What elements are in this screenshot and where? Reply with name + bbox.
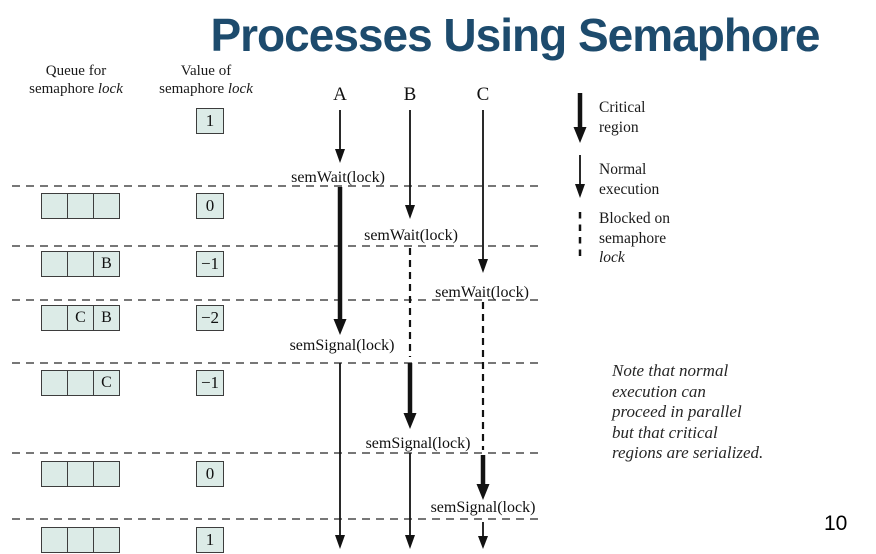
queue-cell — [93, 528, 119, 552]
legend-line: region — [599, 118, 639, 136]
time-divider-lines — [12, 185, 538, 520]
note-line: regions are serialized. — [612, 443, 764, 462]
queue-header-line2: semaphore — [29, 81, 98, 97]
queue-cell — [42, 194, 67, 218]
queue-header-line1: Queue for — [45, 63, 107, 79]
timeline-process-b — [403, 110, 417, 549]
c-arrowhead-1 — [478, 259, 488, 273]
note-line: execution can — [612, 381, 706, 401]
normal-execution-arrowhead-icon — [575, 184, 585, 198]
note-line: but that critical — [612, 422, 718, 442]
queue-cell — [67, 252, 93, 276]
timeline-process-a — [333, 110, 347, 549]
legend-line: Blocked on — [599, 210, 671, 227]
event-semwait-a: semWait(lock) — [291, 169, 385, 186]
b-arrowhead-1 — [405, 205, 415, 219]
process-c-label: C — [476, 84, 490, 105]
queue-cell: B — [93, 306, 119, 330]
queue-cell: C — [93, 371, 119, 395]
legend-lock-word: lock — [599, 249, 625, 266]
queue-row-1 — [41, 193, 120, 219]
event-semwait-b: semWait(lock) — [364, 227, 458, 244]
page-number: 10 — [824, 512, 848, 535]
queue-cell: B — [93, 252, 119, 276]
queue-cell — [67, 371, 93, 395]
queue-row-2: B — [41, 251, 120, 277]
queue-row-3: C B — [41, 305, 120, 331]
b-critical-arrowhead — [403, 413, 417, 429]
queue-column-header: Queue for semaphore lock — [10, 62, 142, 98]
serialization-note: Note that normal execution can proceed i… — [612, 361, 822, 464]
legend-line: semaphore — [599, 229, 667, 247]
semaphore-value-6: 1 — [196, 527, 224, 553]
semaphore-value-5: 0 — [196, 461, 224, 487]
queue-cell — [42, 528, 67, 552]
timeline-process-c — [476, 110, 490, 549]
semaphore-value-3: −2 — [196, 305, 224, 331]
event-semsignal-b: semSignal(lock) — [365, 435, 471, 452]
semaphore-value-1: 0 — [196, 193, 224, 219]
legend-glyphs — [573, 93, 587, 260]
legend-line: execution — [599, 180, 660, 198]
queue-cell — [42, 462, 67, 486]
queue-cell — [93, 462, 119, 486]
c-critical-arrowhead — [476, 484, 490, 500]
queue-cell — [42, 371, 67, 395]
semaphore-value-initial: 1 — [196, 108, 224, 134]
process-b-label: B — [403, 84, 417, 105]
slide-title: Processes Using Semaphore — [210, 9, 820, 61]
queue-cell — [67, 462, 93, 486]
legend-normal-execution: Normal execution — [599, 160, 659, 199]
note-line: Note that normal — [612, 361, 729, 380]
process-a-label: A — [333, 84, 347, 105]
queue-cell — [42, 252, 67, 276]
queue-row-6 — [41, 527, 120, 553]
queue-row-4: C — [41, 370, 120, 396]
legend-line: Critical — [599, 99, 646, 116]
queue-cell — [67, 528, 93, 552]
legend-critical-region: Critical region — [599, 98, 646, 137]
c-arrowhead-2 — [478, 536, 488, 549]
b-arrowhead-2 — [405, 535, 415, 549]
queue-cell — [67, 194, 93, 218]
queue-row-5 — [41, 461, 120, 487]
event-semwait-c: semWait(lock) — [435, 284, 529, 301]
legend-line: Normal — [599, 161, 647, 178]
queue-cell: C — [67, 306, 93, 330]
a-arrowhead-1 — [335, 149, 345, 163]
event-semsignal-a: semSignal(lock) — [289, 337, 395, 354]
value-header-lock-word: lock — [227, 81, 253, 97]
note-line: proceed in parallel — [612, 402, 742, 421]
queue-cell — [42, 306, 67, 330]
queue-header-lock-word: lock — [97, 81, 123, 97]
value-header-line2: semaphore — [159, 81, 228, 97]
value-column-header: Value of semaphore lock — [146, 62, 266, 98]
legend-blocked-on-semaphore: Blocked on semaphore lock — [599, 209, 670, 268]
semaphore-value-4: −1 — [196, 370, 224, 396]
a-arrowhead-2 — [335, 535, 345, 549]
a-critical-arrowhead — [333, 319, 347, 335]
event-semsignal-c: semSignal(lock) — [430, 499, 536, 516]
semaphore-value-2: −1 — [196, 251, 224, 277]
critical-region-arrowhead-icon — [573, 127, 587, 143]
value-header-line1: Value of — [180, 63, 232, 79]
queue-cell — [93, 194, 119, 218]
